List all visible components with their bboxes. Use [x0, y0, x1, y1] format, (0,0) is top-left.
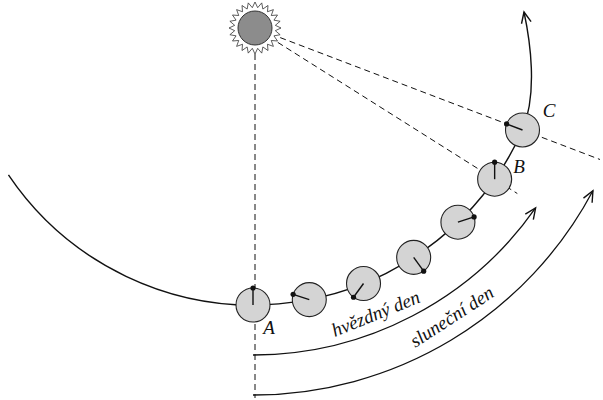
day-arcs	[253, 191, 593, 395]
sun-rays	[229, 2, 281, 54]
observer-dot	[351, 295, 356, 300]
arc-label: sluneční den	[407, 282, 497, 350]
observer-dot	[291, 292, 296, 297]
point-label: A	[263, 318, 275, 337]
earth-disc	[441, 205, 475, 239]
earth-disc	[347, 267, 381, 301]
dashed-line	[280, 38, 600, 160]
point-label: B	[513, 157, 525, 176]
dashed-lines	[255, 38, 600, 398]
earth	[441, 205, 477, 239]
observer-dot	[492, 160, 497, 165]
earth-disc	[397, 240, 431, 274]
arrow-head	[522, 12, 532, 24]
arrow-head	[525, 208, 535, 220]
point-label: C	[543, 101, 556, 120]
observer-dot	[504, 121, 509, 126]
arc-label: hvězdný den	[329, 287, 423, 340]
observer-dot	[421, 269, 426, 274]
dashed-line	[255, 54, 256, 398]
sun-disc	[238, 11, 272, 45]
earth-disc	[505, 113, 539, 147]
observer-dot	[471, 214, 476, 219]
sidereal-day-arc	[253, 208, 536, 355]
observer-dot	[250, 285, 255, 290]
sun	[229, 2, 281, 54]
arrow-head	[583, 191, 592, 203]
earth-disc	[478, 162, 512, 196]
earth	[236, 285, 270, 322]
earth	[397, 240, 431, 274]
solar-day-arc	[253, 191, 593, 395]
earth	[478, 160, 512, 197]
orbit-line	[8, 12, 531, 305]
earth-disc	[292, 283, 326, 317]
orbit	[8, 12, 531, 305]
earth	[291, 283, 327, 317]
earths	[236, 113, 539, 322]
earth	[504, 113, 539, 147]
earth	[347, 267, 381, 301]
